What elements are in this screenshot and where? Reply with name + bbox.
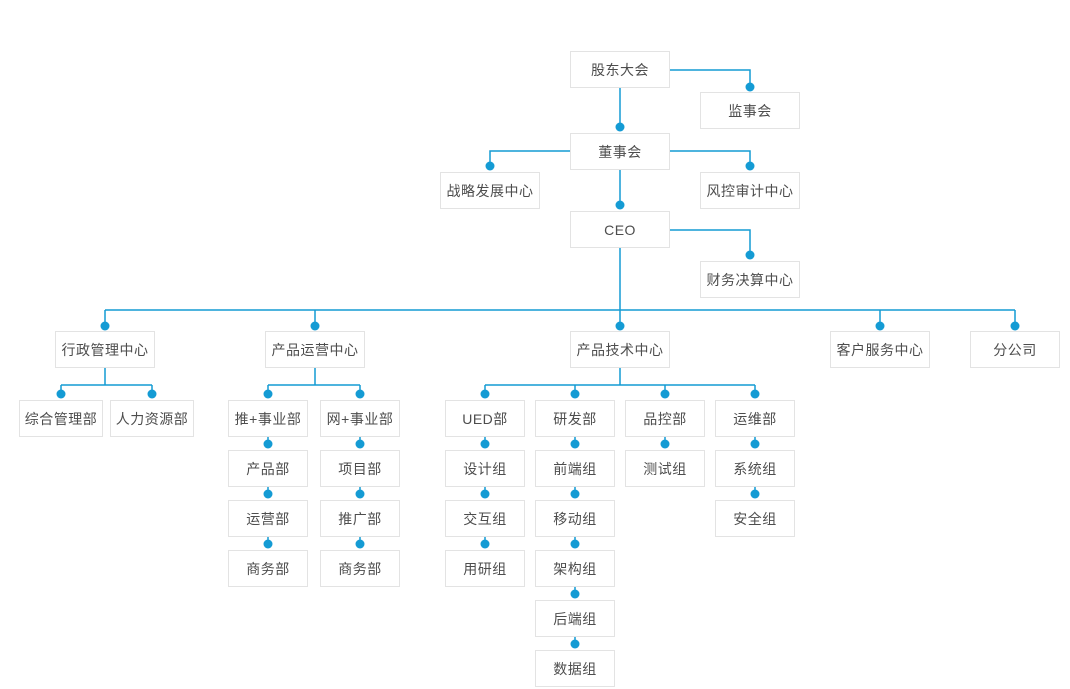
- node-board-of-directors: 董事会: [570, 133, 670, 170]
- node-ops-maintenance-dept: 运维部: [715, 400, 795, 437]
- node-testing-team: 测试组: [625, 450, 705, 487]
- node-tui-division: 推+事业部: [228, 400, 308, 437]
- node-supervisory-board: 监事会: [700, 92, 800, 129]
- node-customer-service-center: 客户服务中心: [830, 331, 930, 368]
- node-design-team: 设计组: [445, 450, 525, 487]
- node-system-team: 系统组: [715, 450, 795, 487]
- node-ued-dept: UED部: [445, 400, 525, 437]
- node-business-dept-wang: 商务部: [320, 550, 400, 587]
- node-product-ops-center: 产品运营中心: [265, 331, 365, 368]
- node-security-team: 安全组: [715, 500, 795, 537]
- node-mobile-team: 移动组: [535, 500, 615, 537]
- node-data-team: 数据组: [535, 650, 615, 687]
- node-finance-center: 财务决算中心: [700, 261, 800, 298]
- node-admin-center: 行政管理中心: [55, 331, 155, 368]
- node-branch-company: 分公司: [970, 331, 1060, 368]
- node-promotion-dept: 推广部: [320, 500, 400, 537]
- node-operations-dept: 运营部: [228, 500, 308, 537]
- node-risk-audit-center: 风控审计中心: [700, 172, 800, 209]
- node-interaction-team: 交互组: [445, 500, 525, 537]
- node-backend-team: 后端组: [535, 600, 615, 637]
- node-wang-division: 网+事业部: [320, 400, 400, 437]
- node-rnd-dept: 研发部: [535, 400, 615, 437]
- node-general-mgmt-dept: 综合管理部: [19, 400, 103, 437]
- node-product-tech-center: 产品技术中心: [570, 331, 670, 368]
- node-user-research-team: 用研组: [445, 550, 525, 587]
- node-strategy-center: 战略发展中心: [440, 172, 540, 209]
- node-project-dept: 项目部: [320, 450, 400, 487]
- node-business-dept-tui: 商务部: [228, 550, 308, 587]
- node-hr-dept: 人力资源部: [110, 400, 194, 437]
- node-product-dept: 产品部: [228, 450, 308, 487]
- node-frontend-team: 前端组: [535, 450, 615, 487]
- node-architecture-team: 架构组: [535, 550, 615, 587]
- node-shareholders-meeting: 股东大会: [570, 51, 670, 88]
- node-ceo: CEO: [570, 211, 670, 248]
- node-qc-dept: 品控部: [625, 400, 705, 437]
